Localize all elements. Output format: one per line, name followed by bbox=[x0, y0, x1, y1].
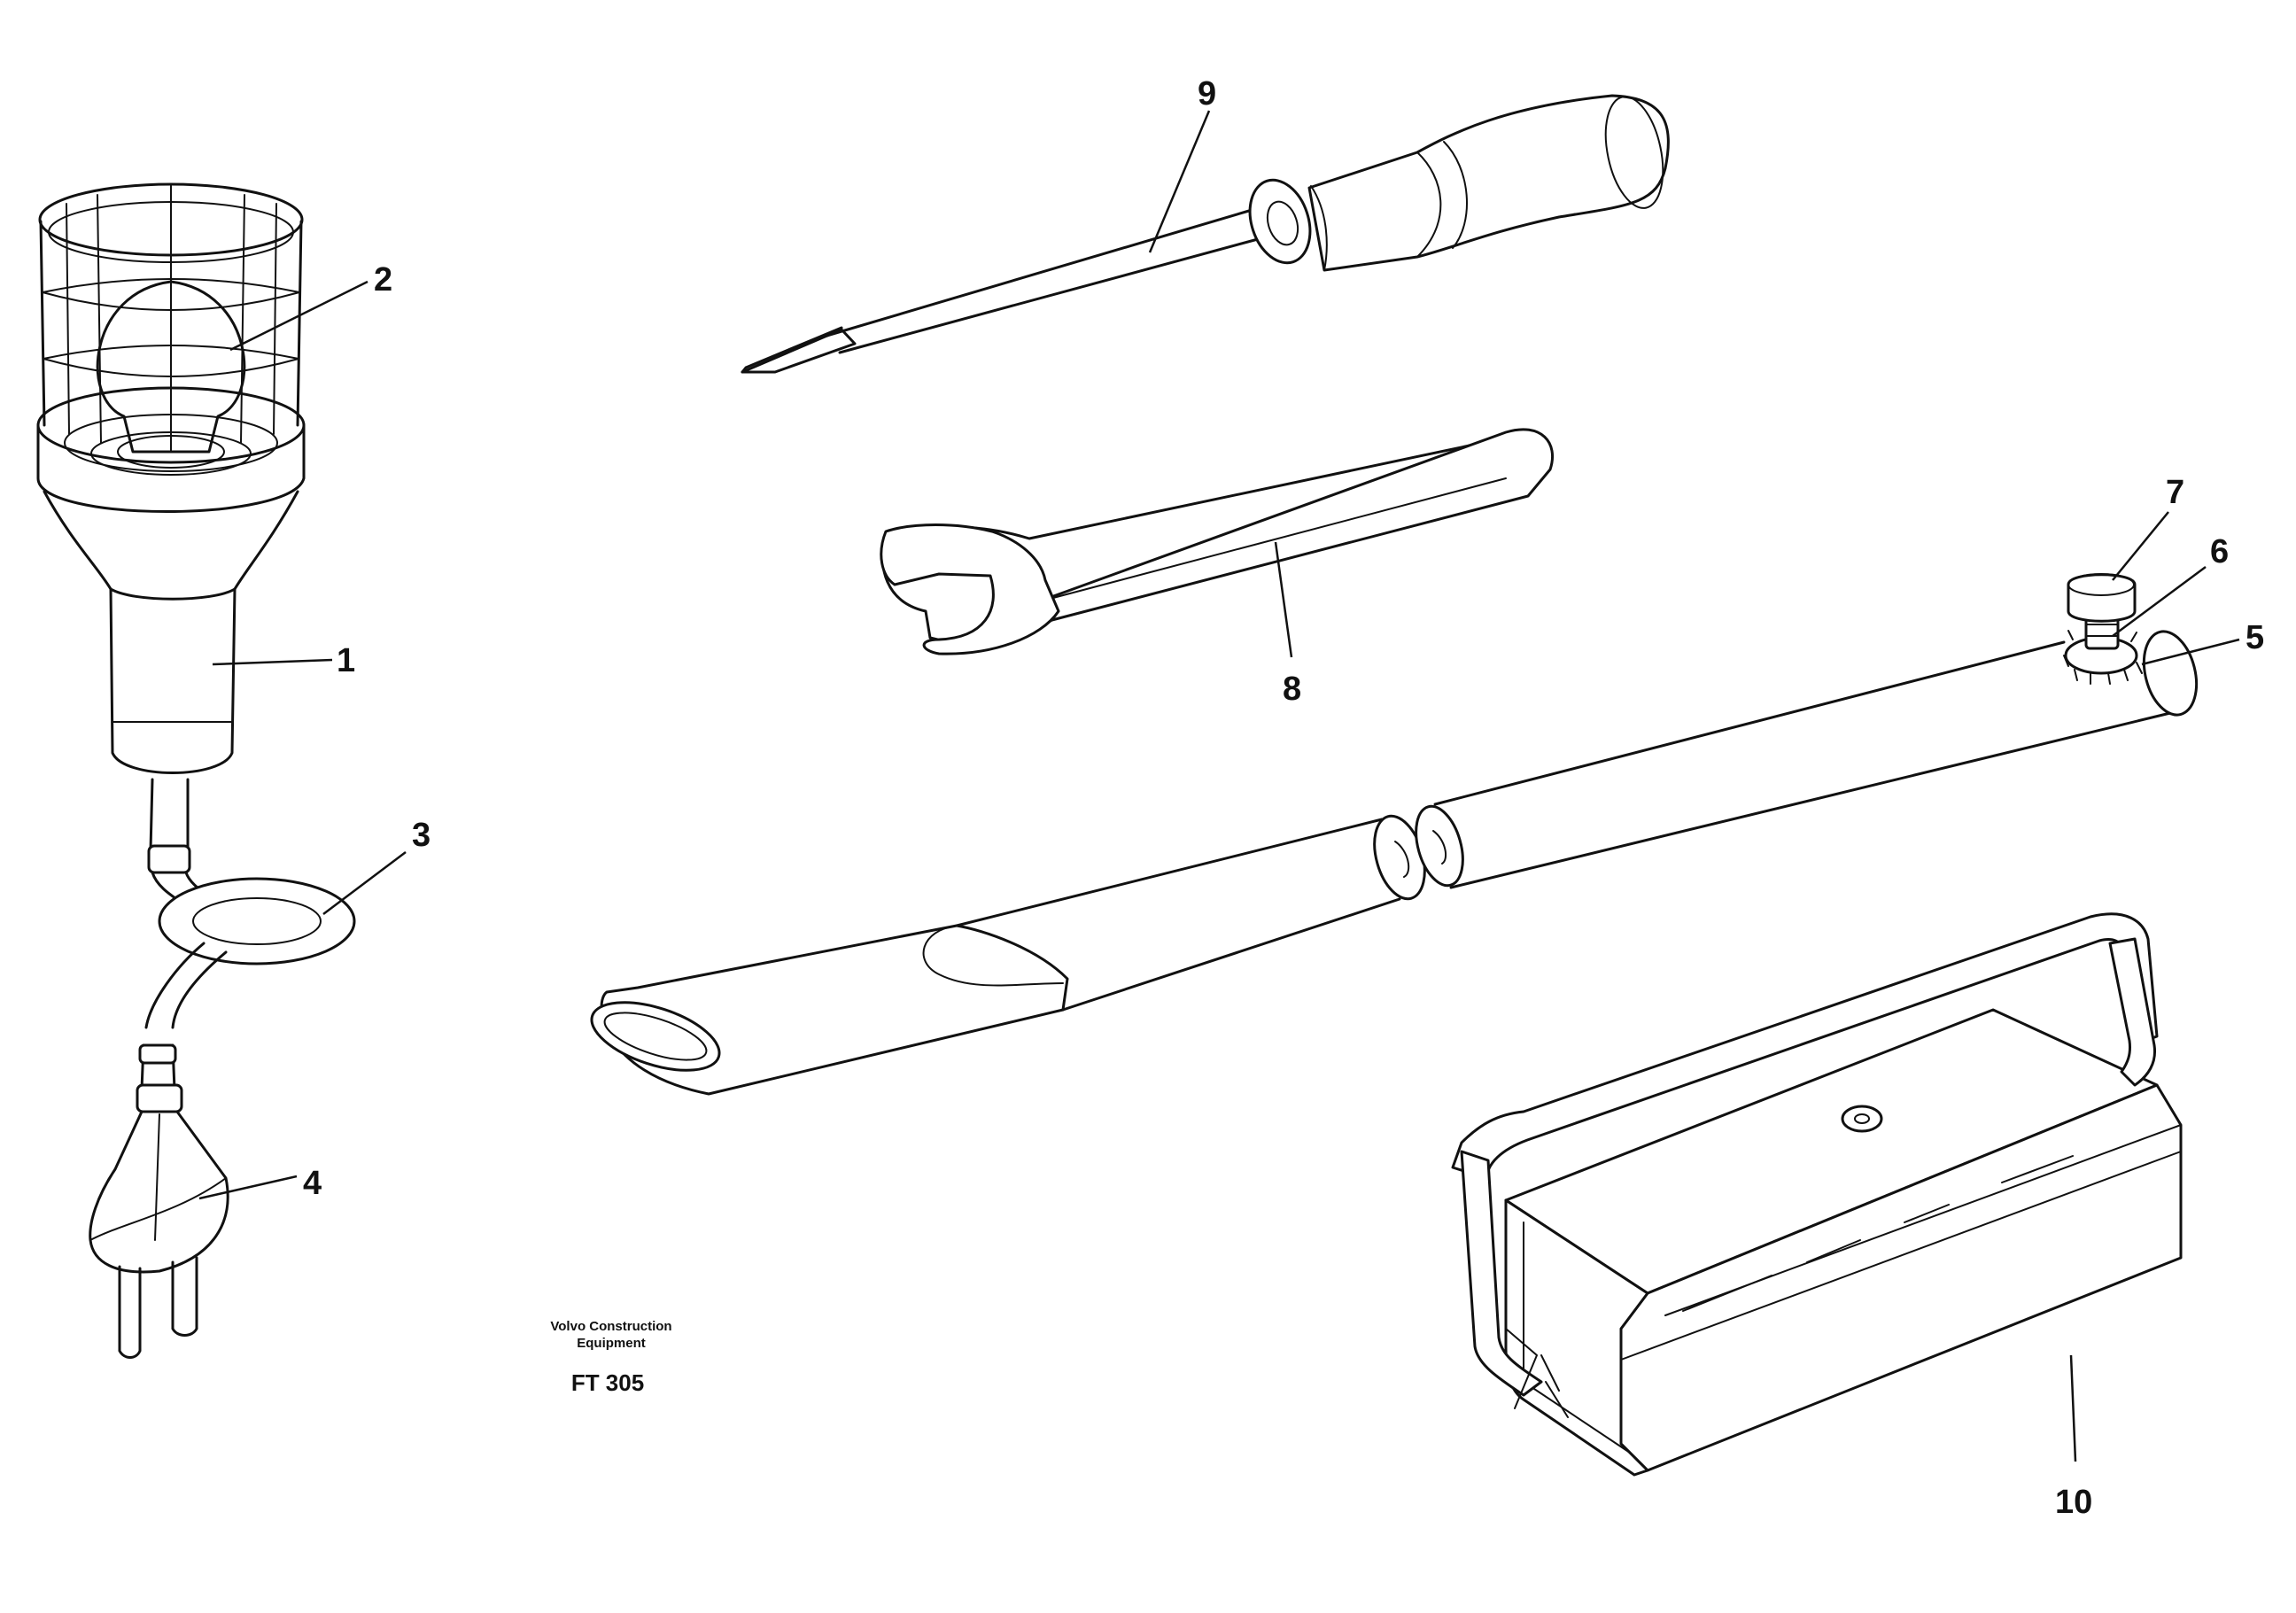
leader-10 bbox=[2069, 1354, 2077, 1462]
lamp-cable bbox=[136, 778, 356, 1113]
callout-8: 8 bbox=[1283, 671, 1301, 708]
spanner bbox=[880, 428, 1555, 655]
callout-9: 9 bbox=[1198, 75, 1216, 112]
caption-company: Volvo Construction bbox=[550, 1319, 671, 1334]
leader-1 bbox=[212, 658, 333, 666]
leader-3 bbox=[322, 851, 407, 915]
callout-6: 6 bbox=[2210, 533, 2229, 570]
inspection-lamp bbox=[36, 182, 356, 1359]
lamp-bulb bbox=[96, 280, 246, 469]
leader-lines bbox=[198, 110, 2240, 1462]
lamp-cage bbox=[38, 182, 304, 453]
lamp-plug bbox=[89, 1110, 229, 1359]
leader-7 bbox=[2112, 511, 2169, 581]
set-screw-bolt bbox=[2067, 573, 2137, 650]
leader-2 bbox=[229, 280, 368, 352]
callout-3: 3 bbox=[412, 817, 430, 854]
callout-numbers: 1 2 3 4 5 6 7 8 9 10 bbox=[303, 75, 2264, 1521]
leader-9 bbox=[1148, 110, 1211, 253]
callout-7: 7 bbox=[2166, 474, 2184, 511]
callout-4: 4 bbox=[303, 1165, 322, 1202]
callout-1: 1 bbox=[337, 642, 355, 679]
screwdriver bbox=[741, 94, 1670, 374]
figure-code: FT 305 bbox=[571, 1369, 644, 1396]
lamp-handle bbox=[109, 587, 237, 774]
leader-8 bbox=[1274, 541, 1293, 658]
callout-2: 2 bbox=[374, 261, 392, 299]
figure-caption: Volvo Construction Equipment FT 305 bbox=[550, 1319, 671, 1396]
callout-5: 5 bbox=[2246, 619, 2264, 656]
leader-4 bbox=[198, 1175, 298, 1200]
tool-box bbox=[1451, 912, 2183, 1477]
leader-5 bbox=[2141, 638, 2240, 666]
callout-10: 10 bbox=[2055, 1484, 2092, 1521]
lamp-collar bbox=[36, 386, 306, 601]
extension-bar bbox=[590, 573, 2199, 1096]
caption-equipment: Equipment bbox=[577, 1336, 646, 1351]
leader-6 bbox=[2112, 565, 2207, 638]
